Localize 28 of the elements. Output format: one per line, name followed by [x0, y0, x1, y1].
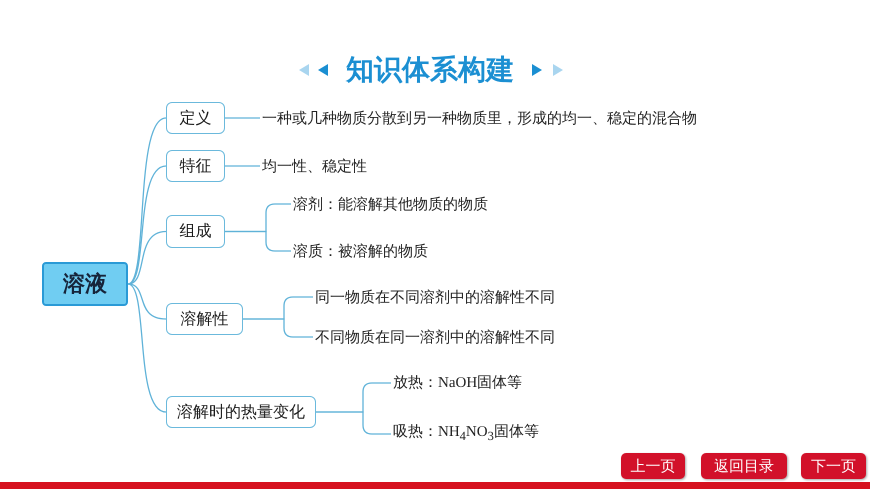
next-page-button: 下一页: [801, 453, 866, 479]
connector-line: [128, 283, 166, 320]
category-box: 定义: [166, 102, 225, 134]
category-box: 特征: [166, 150, 225, 182]
title: 知识体系构建: [344, 52, 515, 88]
branch-text: 不同物质在同一溶剂中的溶解性不同: [315, 327, 555, 347]
category-box: 溶解时的热量变化: [166, 396, 316, 428]
topic-box: 溶液: [42, 262, 128, 306]
connector-line: [128, 165, 166, 285]
connector-line: [128, 117, 166, 285]
connector-line: [128, 283, 166, 413]
branch-text: 放热：NaOH固体等: [393, 373, 522, 393]
connector-line: [225, 230, 291, 252]
branch-text: 同一物质在不同溶剂中的溶解性不同: [315, 287, 555, 307]
branch-text: 吸热：NH$_{4}$NO$_{3}$固体等: [393, 422, 539, 446]
connector-line: [316, 411, 391, 435]
branch-text: 溶剂：能溶解其他物质的物质: [293, 194, 488, 214]
previous-page-button: 上一页: [621, 453, 685, 479]
connector-line: [225, 165, 260, 167]
connector-line: [225, 117, 260, 119]
branch-text: 均一性、稳定性: [262, 156, 367, 176]
branch-text: 一种或几种物质分散到另一种物质里，形成的均一、稳定的混合物: [262, 108, 697, 128]
connector-line: [128, 230, 166, 285]
branch-text: 溶质：被溶解的物质: [293, 241, 428, 261]
category-box: 组成: [166, 215, 225, 248]
connector-line: [243, 318, 313, 338]
contents-button: 返回目录: [701, 453, 787, 479]
category-box: 溶解性: [166, 303, 243, 335]
